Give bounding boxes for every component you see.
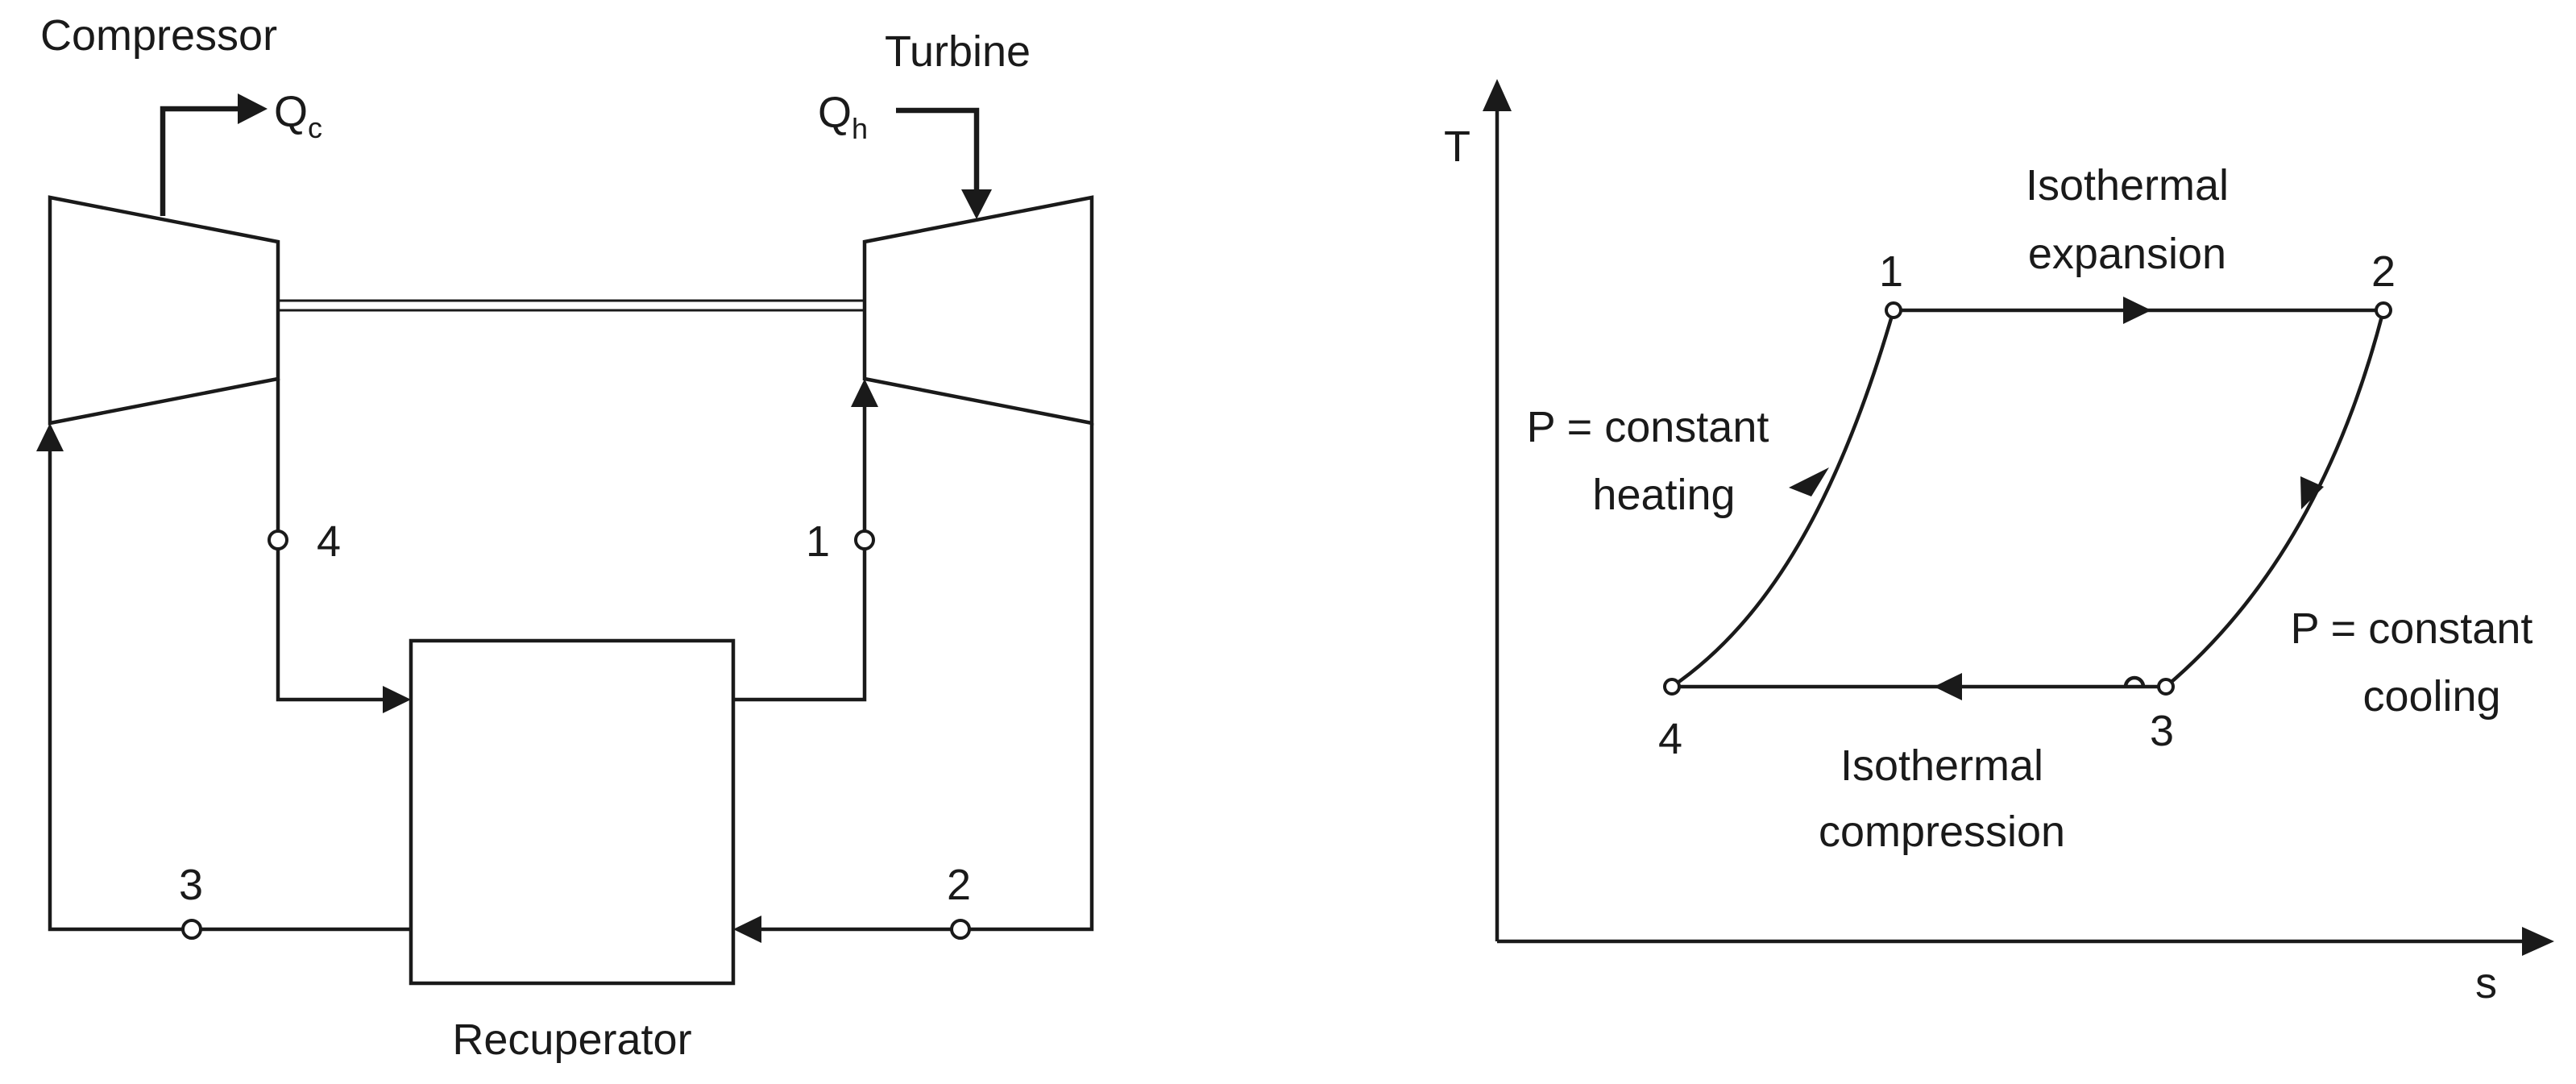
label-isothermal-expansion-line1: Isothermal — [2026, 161, 2229, 210]
state-label-2: 2 — [947, 861, 971, 909]
process-line-isothermal-expansion — [1894, 297, 2383, 324]
t-axis-label: T — [1444, 123, 1471, 171]
ts-point-label-3: 3 — [2150, 707, 2174, 755]
ts-point-label-2: 2 — [2371, 247, 2396, 296]
label-constant-pressure-cooling-line2: cooling — [2362, 672, 2500, 721]
flow-line-1 — [733, 379, 878, 702]
shaft — [278, 299, 865, 312]
ts-point-2 — [2375, 301, 2392, 319]
ts-point-4 — [1663, 678, 1681, 696]
label-constant-pressure-heating-line1: P = constant — [1527, 403, 1769, 451]
ts-point-label-4: 4 — [1658, 715, 1682, 763]
heat-out-arrow — [160, 93, 268, 216]
state-node-2 — [950, 919, 971, 940]
process-curve-constant-pressure-heating — [1670, 309, 1896, 688]
state-node-1 — [854, 530, 875, 550]
label-constant-pressure-heating-line2: heating — [1592, 471, 1735, 519]
heat-out-label: Qc — [274, 88, 322, 144]
label-isothermal-compression-line1: Isothermal — [1840, 741, 2043, 790]
heat-in-label: Qh — [818, 89, 868, 145]
s-axis — [1497, 927, 2554, 956]
state-label-1: 1 — [806, 517, 830, 566]
compressor-body — [48, 195, 280, 426]
label-isothermal-compression-line2: compression — [1819, 808, 2065, 856]
ts-point-label-1: 1 — [1879, 247, 1903, 296]
state-label-3: 3 — [179, 861, 203, 909]
ts-point-3 — [2157, 678, 2175, 696]
state-label-4: 4 — [317, 517, 341, 566]
t-axis — [1483, 79, 1512, 941]
ts-point-1 — [1885, 301, 1902, 319]
label-isothermal-expansion-line2: expansion — [2028, 230, 2226, 278]
label-constant-pressure-cooling-line1: P = constant — [2291, 604, 2533, 653]
s-axis-label: s — [2475, 959, 2497, 1007]
process-curve-constant-pressure-cooling — [2164, 309, 2386, 688]
recuperator-box — [409, 638, 736, 986]
cycle-schematic: Compressor Qc Turbine Qh Recuperator — [36, 11, 1094, 1064]
flow-line-4 — [276, 379, 411, 713]
flow-line-2 — [733, 423, 1094, 943]
process-line-isothermal-compression — [1672, 673, 2166, 700]
recuperator-label: Recuperator — [452, 1015, 691, 1064]
state-node-4 — [268, 530, 288, 550]
ts-diagram: T s 1 2 3 4 Isother — [1444, 79, 2554, 1007]
turbine-label: Turbine — [885, 27, 1031, 76]
state-node-3 — [181, 919, 202, 940]
compressor-label: Compressor — [40, 11, 277, 60]
heat-in-arrow — [896, 107, 992, 219]
turbine-body — [862, 195, 1094, 426]
flow-line-3 — [36, 423, 411, 932]
